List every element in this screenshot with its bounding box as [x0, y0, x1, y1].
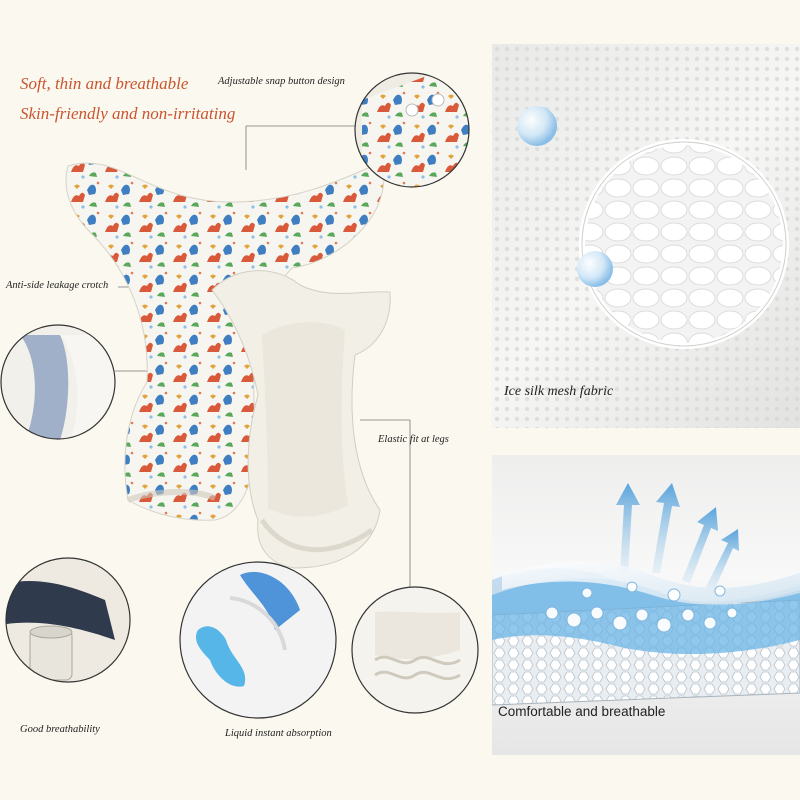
- breathability-zoom: [5, 557, 131, 683]
- airflow-arrows-icon: [616, 483, 739, 591]
- layers-illustration: [492, 483, 800, 706]
- mesh-fabric-zoom: [579, 139, 789, 349]
- snap-button-zoom: [354, 72, 470, 188]
- snap-button-callout: Adjustable snap button design: [218, 76, 345, 87]
- mesh-fabric-panel: Ice silk mesh fabric: [492, 44, 800, 428]
- elastic-legs-zoom: [351, 586, 479, 714]
- diaper-illustration: [0, 72, 479, 719]
- headline-line-2: Skin-friendly and non-irritating: [20, 104, 236, 123]
- breathability-callout: Good breathability: [20, 724, 100, 735]
- water-droplet-icon: [517, 106, 557, 146]
- layers-label: Comfortable and breathable: [498, 704, 666, 719]
- headline-line-1: Soft, thin and breathable: [20, 74, 189, 93]
- water-droplet-icon: [577, 251, 613, 287]
- crotch-zoom: [0, 324, 116, 440]
- mesh-fabric-illustration: [492, 44, 800, 428]
- moisture-beads: [545, 581, 738, 633]
- mesh-fabric-label: Ice silk mesh fabric: [504, 384, 614, 399]
- breathable-layers-panel: Comfortable and breathable: [492, 455, 800, 755]
- callout-lines: [115, 125, 411, 588]
- diaper-features-panel: Soft, thin and breathable Skin-friendly …: [0, 72, 479, 739]
- absorption-zoom: [179, 561, 337, 719]
- absorption-callout: Liquid instant absorption: [225, 728, 332, 739]
- anti-leak-callout: Anti-side leakage crotch: [6, 280, 109, 291]
- elastic-legs-callout: Elastic fit at legs: [378, 434, 449, 445]
